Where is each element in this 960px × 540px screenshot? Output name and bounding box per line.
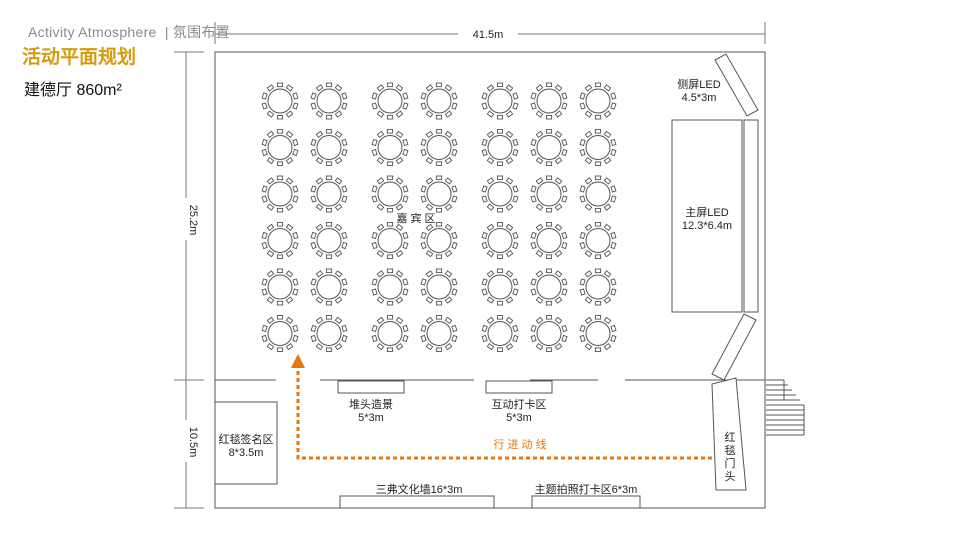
round-table	[481, 222, 519, 259]
round-table	[579, 268, 617, 306]
flow-line	[291, 354, 712, 460]
round-table	[420, 82, 458, 120]
door-char-3: 门	[725, 456, 736, 470]
main-led-name: 主屏LED	[685, 206, 728, 219]
photo-area-label: 主题拍照打卡区6*3m	[535, 482, 638, 496]
round-table	[371, 222, 409, 259]
round-table	[530, 129, 568, 166]
round-table	[371, 315, 409, 352]
interactive-size: 5*3m	[506, 412, 532, 424]
round-table	[481, 315, 519, 352]
dimension-lines	[174, 22, 766, 509]
round-table	[420, 129, 458, 166]
side-led-name: 侧屏LED	[677, 78, 720, 91]
pile-scene-name: 堆头造景	[349, 397, 393, 411]
round-table	[530, 175, 568, 213]
round-table	[420, 222, 458, 259]
round-table	[579, 129, 617, 166]
upper-height-label: 25.2m	[187, 205, 199, 236]
round-table	[261, 222, 299, 259]
header-en: Activity Atmosphere	[28, 24, 157, 40]
main-led-size: 12.3*6.4m	[682, 220, 732, 232]
culture-wall-label: 三弗文化墙16*3m	[376, 482, 463, 496]
side-led-bottom	[711, 313, 757, 381]
pile-scene-block	[337, 380, 405, 394]
guest-area-label: 嘉 宾 区	[396, 211, 435, 225]
photo-area-block	[531, 495, 641, 509]
red-carpet-door	[711, 377, 747, 491]
hall-name: 建德厅 860m²	[24, 82, 122, 99]
round-table	[481, 268, 519, 306]
round-table	[579, 175, 617, 213]
interactive-block	[485, 380, 553, 394]
round-table	[530, 222, 568, 259]
round-table	[530, 315, 568, 352]
round-table	[310, 268, 348, 306]
round-table	[481, 175, 519, 213]
door-char-2: 毯	[725, 443, 736, 457]
round-table	[371, 82, 409, 120]
culture-wall-block	[339, 495, 495, 509]
side-led-screens	[711, 53, 759, 381]
door-char-1: 红	[725, 431, 736, 444]
door-char-4: 头	[725, 470, 736, 483]
round-table	[371, 268, 409, 306]
round-table	[261, 268, 299, 306]
round-table	[420, 315, 458, 352]
round-table	[310, 175, 348, 213]
round-table	[371, 129, 409, 166]
round-table	[261, 129, 299, 166]
flow-line-label: 行 进 动 线	[493, 437, 546, 451]
round-table	[371, 175, 409, 213]
signin-area	[214, 401, 278, 485]
signin-size: 8*3.5m	[229, 447, 264, 459]
entrance-stairs	[766, 379, 805, 436]
round-table	[481, 82, 519, 120]
main-led-stage	[743, 119, 759, 313]
round-table	[310, 222, 348, 259]
round-table	[261, 175, 299, 213]
round-table	[310, 82, 348, 120]
page-title: 活动平面规划	[22, 47, 137, 68]
lower-height-label: 10.5m	[187, 427, 199, 458]
header-divider: |	[164, 24, 169, 40]
interactive-name: 互动打卡区	[492, 397, 547, 411]
width-label: 41.5m	[473, 29, 504, 41]
round-table	[310, 129, 348, 166]
flow-path	[296, 370, 712, 460]
round-table	[579, 222, 617, 259]
round-table	[530, 82, 568, 120]
round-table	[420, 268, 458, 306]
round-table	[310, 315, 348, 352]
round-table	[420, 175, 458, 213]
main-led-screen	[671, 119, 743, 313]
round-table	[530, 268, 568, 306]
side-led-size: 4.5*3m	[682, 92, 717, 104]
guest-tables	[261, 82, 617, 352]
round-table	[261, 82, 299, 120]
round-table	[579, 82, 617, 120]
side-led-top	[714, 53, 759, 117]
signin-name: 红毯签名区	[219, 432, 274, 446]
round-table	[261, 315, 299, 352]
pile-scene-size: 5*3m	[358, 412, 384, 424]
round-table	[481, 129, 519, 166]
round-table	[579, 315, 617, 352]
flow-arrow-icon	[291, 354, 305, 368]
